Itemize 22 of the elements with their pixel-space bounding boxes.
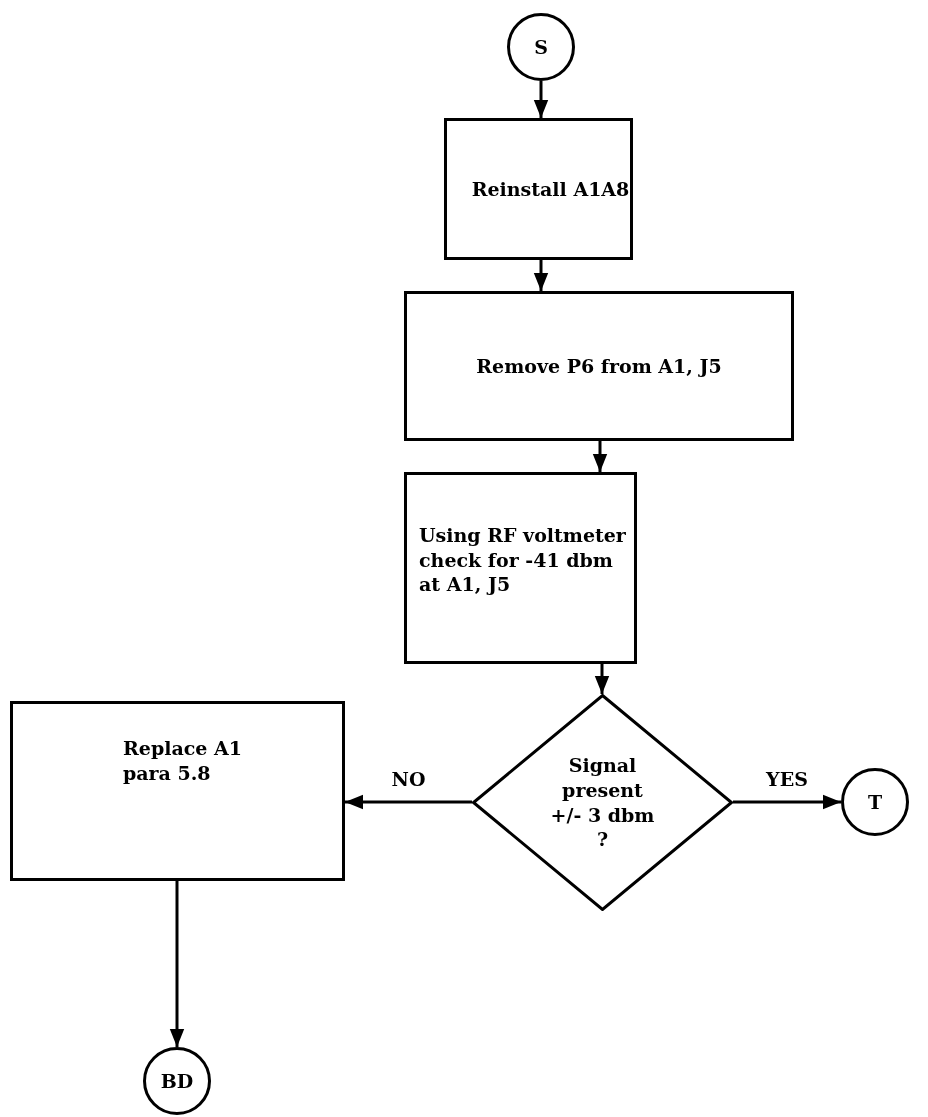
arrow — [533, 260, 549, 291]
node-text: Reinstall A1A8 — [471, 176, 630, 202]
arrow — [733, 794, 841, 810]
arrow — [594, 664, 610, 694]
arrow — [169, 881, 185, 1047]
process-box — [10, 701, 345, 881]
process-box — [404, 291, 794, 441]
arrow — [345, 794, 472, 810]
node-text: S — [534, 34, 548, 60]
node-text: Signal present +/- 3 dbm ? — [549, 753, 656, 852]
node-text: Remove P6 from A1, J5 — [476, 353, 722, 379]
arrow — [533, 81, 549, 118]
edge-label: YES — [764, 770, 810, 789]
process-box — [404, 472, 637, 664]
node-text: Using RF voltmeter check for -41 dbm at A1, J5 — [419, 523, 627, 598]
node-text: T — [867, 789, 883, 815]
node-text: Replace A1 para 5.8 — [123, 736, 243, 786]
node-text: BD — [160, 1068, 194, 1094]
arrow — [592, 441, 608, 472]
process-box — [444, 118, 633, 260]
decision-diamond — [472, 694, 733, 911]
edge-label: NO — [389, 770, 428, 789]
